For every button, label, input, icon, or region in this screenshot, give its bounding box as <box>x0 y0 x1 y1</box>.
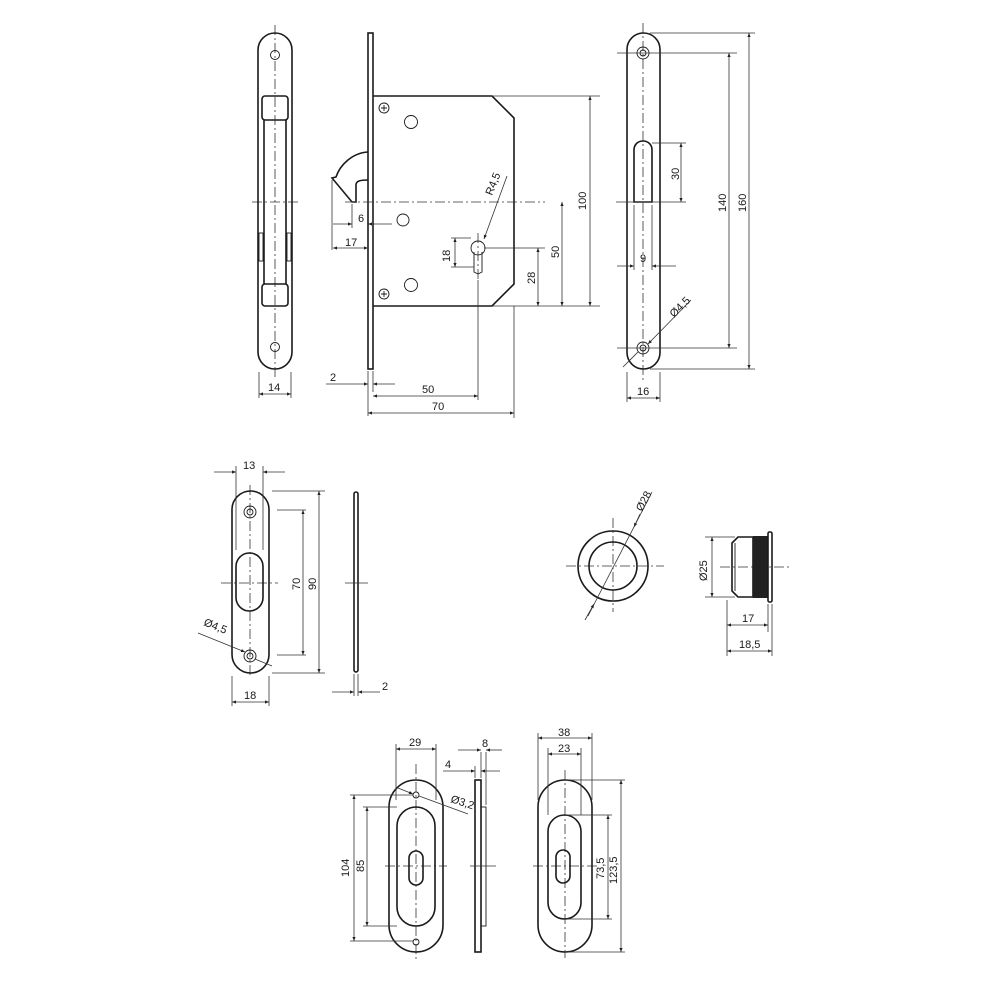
dim-hook-offset: 6 <box>358 213 364 225</box>
dim-faceplate-width: 14 <box>268 382 280 394</box>
dim-outer-recess-height: 73,5 <box>595 858 607 879</box>
dim-height-50: 50 <box>550 246 562 258</box>
dim-backset: 50 <box>422 384 434 396</box>
dim-outer-width: 38 <box>558 727 570 739</box>
dim-front-offset: 2 <box>330 372 336 384</box>
dim-height-28: 28 <box>526 272 538 284</box>
dim-cup-total-depth: 18,5 <box>739 639 760 651</box>
dim-strike-plate-width: 18 <box>244 690 256 702</box>
dim-slot-width: 9 <box>640 253 646 265</box>
dim-keyhole-height: 18 <box>441 250 453 262</box>
lock-body-view <box>326 32 600 418</box>
strike-plate-view <box>197 466 380 706</box>
dim-strike-plate-height: 90 <box>307 578 319 590</box>
dim-flange-thickness: 4 <box>445 759 451 771</box>
dim-case-depth: 70 <box>432 401 444 413</box>
dim-cup-body-depth: 17 <box>742 613 754 625</box>
dim-cup-body-diameter: Ø25 <box>698 560 710 581</box>
dim-strike-hole-spacing: 70 <box>291 578 303 590</box>
lock-side-view <box>252 25 298 398</box>
cup-pull-front-view <box>566 491 664 621</box>
flush-handle-outer-view <box>533 733 625 958</box>
dim-hole-spacing: 140 <box>717 194 729 212</box>
faceplate-view <box>616 23 755 402</box>
dim-inner-width: 29 <box>409 737 421 749</box>
dim-slot-height: 30 <box>670 168 682 180</box>
dim-plate-width: 16 <box>637 386 649 398</box>
dim-strike-slot-width: 13 <box>243 460 255 472</box>
cup-pull-side-view <box>705 531 790 656</box>
dim-hook-projection: 17 <box>345 237 357 249</box>
dim-inner-hole-spacing: 104 <box>340 859 352 877</box>
dim-total-thickness: 8 <box>482 738 488 750</box>
dim-inner-screw-hole: Ø3,2 <box>449 793 475 812</box>
dim-faceplate-screw-hole: Ø4,5 <box>668 295 693 320</box>
dim-outer-plate-height: 123,5 <box>608 856 620 884</box>
dim-plate-height: 160 <box>737 194 749 212</box>
dim-outer-recess-width: 23 <box>558 743 570 755</box>
flush-handle-inner-view <box>350 744 502 962</box>
dim-strike-screw-hole: Ø4,5 <box>202 617 229 637</box>
dim-case-height: 100 <box>577 192 589 210</box>
dim-strike-thickness: 2 <box>382 681 388 693</box>
dim-inner-recess-height: 85 <box>355 860 367 872</box>
